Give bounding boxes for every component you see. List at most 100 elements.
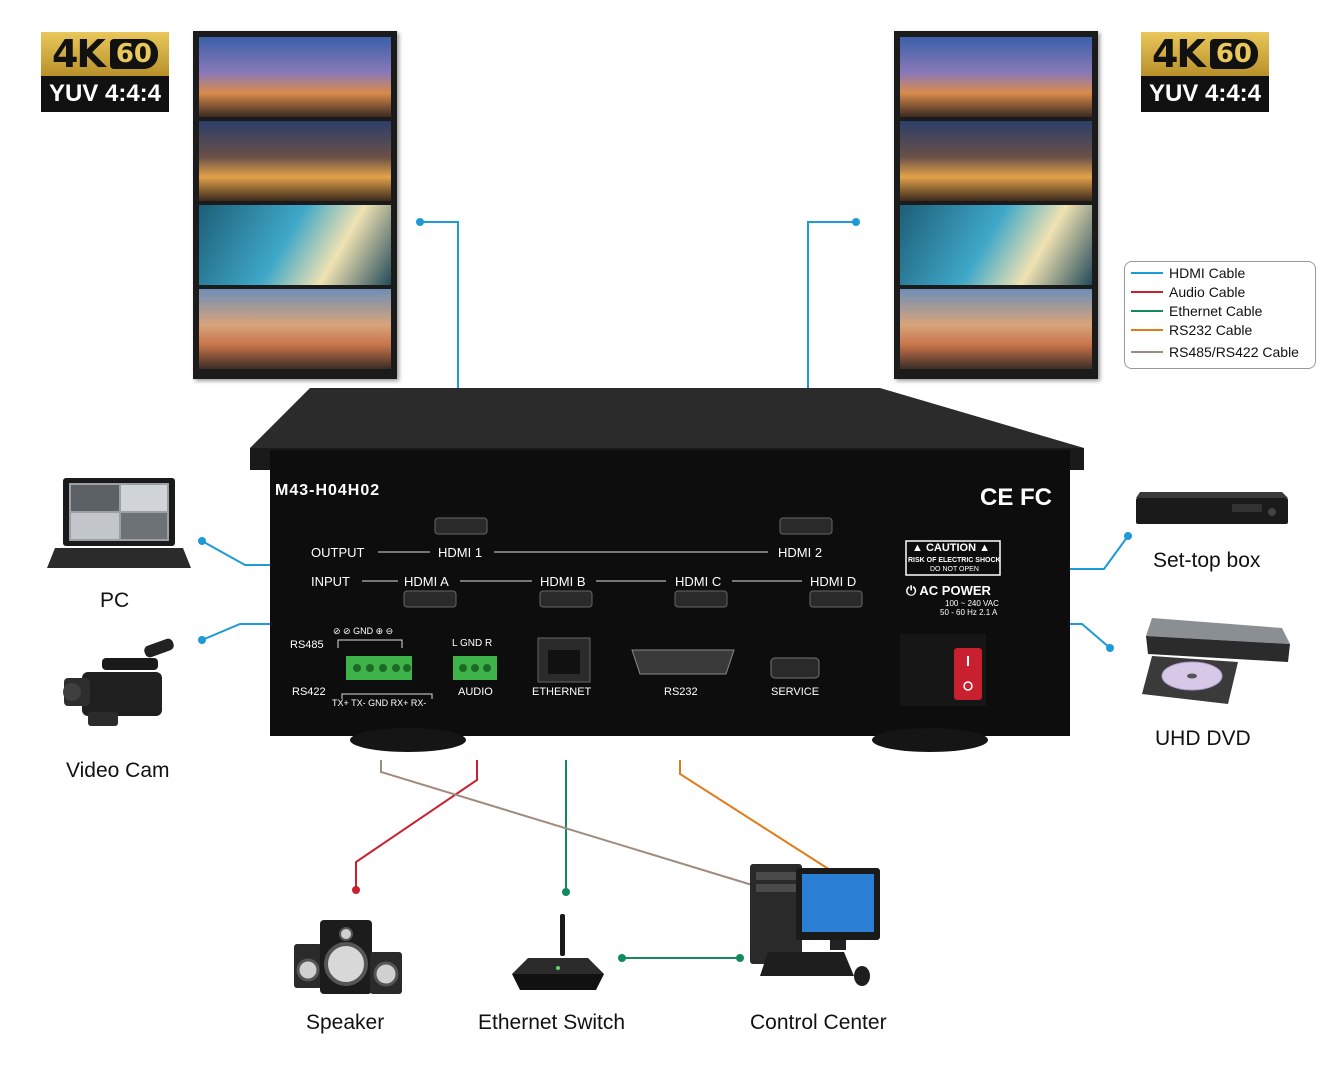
pc-keyboard: [760, 952, 854, 976]
highway-pane: [900, 121, 1092, 201]
hdmi-output-1-port[interactable]: [434, 517, 488, 535]
rs232-label: RS232: [664, 686, 698, 698]
rs485-bracket: [337, 639, 403, 648]
video-camera-icon: [63, 638, 174, 726]
hdmi-cable-dot: [198, 537, 206, 545]
legend-label: Audio Cable: [1169, 284, 1246, 300]
laptop-tile: [121, 485, 167, 511]
train-pane: [199, 205, 391, 285]
hdmi-input-c-port[interactable]: [674, 590, 728, 608]
rs422-bracket: [341, 693, 433, 699]
hdmi-cable-dot: [852, 218, 860, 226]
legend-item-rs232: RS232 Cable: [1131, 322, 1252, 338]
terminal-screw: [471, 664, 479, 672]
color-format-text: YUV 4:4:4: [41, 76, 169, 112]
legend-swatch: [1131, 351, 1163, 353]
video-cam-label: Video Cam: [66, 759, 170, 782]
laptop-tile: [71, 485, 119, 511]
rs232-cable: [679, 760, 853, 885]
fps-text: 60: [1209, 39, 1259, 69]
pc-monitor-screen: [802, 874, 874, 932]
legend-swatch: [1131, 310, 1163, 312]
speaker-right-cone: [373, 961, 399, 987]
hdmi-input-a-label: HDMI A: [404, 574, 449, 589]
hdmi-input-b-port[interactable]: [539, 590, 593, 608]
ac-power-title-text: AC POWER: [919, 583, 991, 598]
matrix-switch-chassis: [250, 388, 1084, 752]
audio-cable: [355, 760, 478, 890]
legend-item-rs485: RS485/RS422 Cable: [1131, 344, 1299, 360]
camera-handle: [102, 658, 158, 670]
terminal-screw: [483, 664, 491, 672]
hdmi-input-a-port[interactable]: [403, 590, 457, 608]
hdmi-cable-dot: [1124, 532, 1132, 540]
laptop-tile: [121, 513, 167, 539]
stb-top: [1136, 492, 1288, 498]
legend-swatch: [1131, 291, 1163, 293]
chassis-top: [250, 388, 1084, 448]
hdmi-output-2-port[interactable]: [779, 517, 833, 535]
hdmi-input-d-port[interactable]: [809, 590, 863, 608]
fps-text: 60: [109, 39, 159, 69]
legend-label: HDMI Cable: [1169, 265, 1246, 281]
power-switch[interactable]: [954, 648, 982, 700]
pc-tower-drive: [756, 884, 796, 892]
camera-mic: [144, 638, 174, 658]
uhd-dvd-label: UHD DVD: [1155, 727, 1251, 750]
caution-title-text: CAUTION: [925, 542, 977, 554]
service-port[interactable]: [770, 657, 820, 679]
dvd-top: [1146, 618, 1290, 644]
speaker-left-cone: [296, 958, 320, 982]
right-foot: [872, 728, 988, 752]
hdmi-cable-dot: [416, 218, 424, 226]
router-led: [556, 966, 560, 970]
pc-mouse: [854, 966, 870, 986]
pc-label: PC: [100, 589, 130, 612]
power-freq: 50 - 60 Hz 2.1 A: [940, 608, 998, 617]
rs422-label: RS422: [292, 686, 326, 698]
caution-line-1: RISK OF ELECTRIC SHOCK: [908, 557, 1001, 564]
pc-monitor-stand: [830, 940, 846, 950]
city-night-pane: [199, 37, 391, 117]
router-front: [512, 974, 604, 990]
legend-label: RS485/RS422 Cable: [1169, 344, 1299, 360]
display-icon: [894, 31, 1098, 379]
city-night-pane: [900, 37, 1092, 117]
set-top-box-icon: [1136, 492, 1288, 524]
legend-item-audio: Audio Cable: [1131, 284, 1245, 300]
ethernet-cable-dot: [562, 888, 570, 896]
rs485-label: RS485: [290, 639, 324, 651]
terminal-screw: [403, 664, 411, 672]
pc-tower-drive: [756, 872, 796, 880]
desktop-computer-icon: [750, 864, 880, 986]
caution-line-2: DO NOT OPEN: [930, 566, 979, 573]
output-label: OUTPUT: [311, 545, 365, 560]
hdmi-output-1-label: HDMI 1: [438, 545, 483, 560]
speaker-sub-cone: [324, 942, 368, 986]
sunset-city-pane: [900, 289, 1092, 369]
router-antenna: [560, 914, 565, 956]
terminal-screw: [366, 664, 374, 672]
ethernet-cable-dot: [736, 954, 744, 962]
caution-title: ▲ CAUTION ▲: [912, 542, 991, 554]
terminal-screw: [379, 664, 387, 672]
control-center-label: Control Center: [750, 1011, 887, 1034]
speaker-sub-tweeter: [339, 927, 353, 941]
dvd-disc-hole: [1187, 673, 1197, 679]
hdmi-output-2-label: HDMI 2: [778, 545, 823, 560]
power-switch-off: [963, 681, 973, 691]
legend-label: RS232 Cable: [1169, 322, 1253, 338]
laptop-tile: [71, 513, 119, 539]
input-label: INPUT: [311, 574, 350, 589]
rs232-port[interactable]: [631, 649, 735, 675]
display-icon: [193, 31, 397, 379]
set-top-box-label: Set-top box: [1153, 549, 1261, 572]
ethernet-label: ETHERNET: [532, 686, 592, 698]
hdmi-input-c-label: HDMI C: [675, 574, 722, 589]
model-name: M43-H04H02: [275, 482, 381, 499]
laptop-keyboard: [47, 548, 191, 568]
ethernet-jack: [548, 650, 580, 674]
rs422-pin-labels: TX+ TX- GND RX+ RX-: [332, 698, 427, 708]
left-foot: [350, 728, 466, 752]
